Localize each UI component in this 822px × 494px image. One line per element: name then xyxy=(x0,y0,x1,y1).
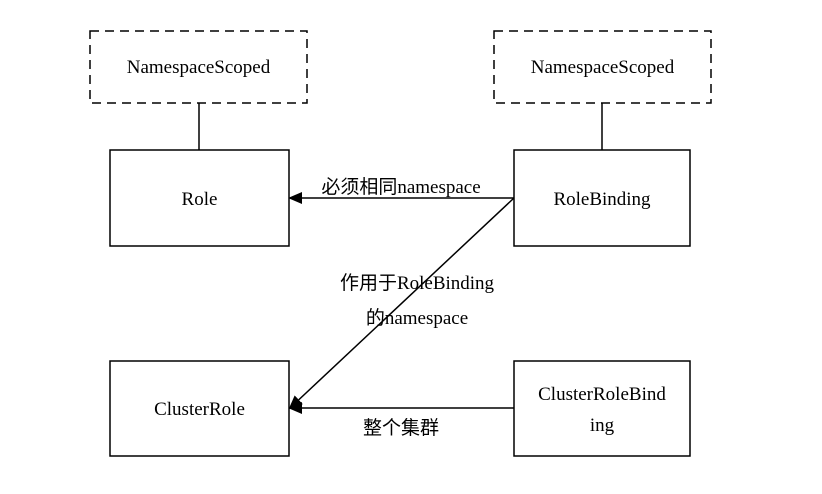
role-label: Role xyxy=(182,189,218,210)
cluster-role-label: ClusterRole xyxy=(154,399,245,420)
role-binding-label: RoleBinding xyxy=(553,189,651,210)
namespace-scoped-right-node: NamespaceScoped xyxy=(493,30,712,104)
edge-label-whole-cluster: 整个集群 xyxy=(363,417,439,439)
namespace-scoped-left-node: NamespaceScoped xyxy=(89,30,308,104)
namespace-scoped-right-label: NamespaceScoped xyxy=(531,57,675,78)
cluster-role-binding-node: ClusterRoleBind ing xyxy=(513,360,691,457)
namespace-scoped-left-label: NamespaceScoped xyxy=(127,57,271,78)
role-node: Role xyxy=(109,149,290,247)
arrow-rolebinding-to-clusterrole xyxy=(288,197,515,410)
edge-label-rolebinding-namespace-line1: 作用于RoleBinding xyxy=(340,272,495,294)
role-binding-node: RoleBinding xyxy=(513,149,691,247)
edge-label-same-namespace: 必须相同namespace xyxy=(321,176,480,198)
edge-label-rolebinding-namespace-line2: 的namespace xyxy=(366,307,468,329)
cluster-role-binding-label-line1: ClusterRoleBind xyxy=(538,384,666,405)
cluster-role-node: ClusterRole xyxy=(109,360,290,457)
cluster-role-binding-label-line2: ing xyxy=(590,415,615,436)
